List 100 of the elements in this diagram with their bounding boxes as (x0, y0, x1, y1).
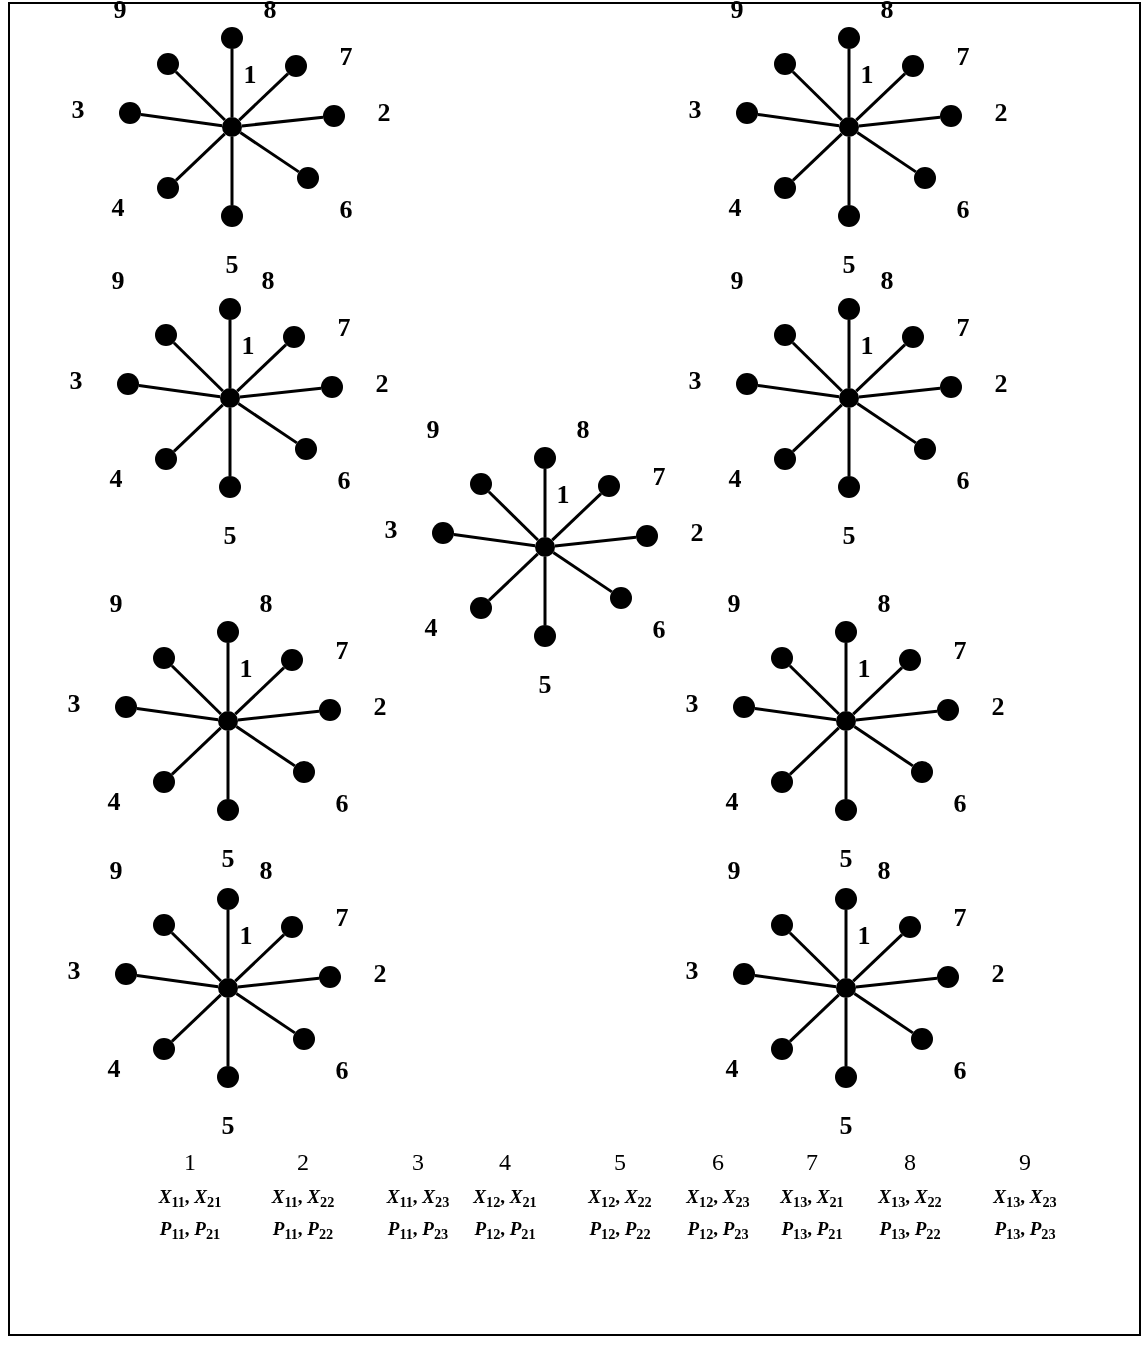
column-number: 6 (712, 1150, 724, 1174)
spoke-line (757, 384, 840, 399)
spoke-line (858, 115, 941, 128)
column-number: 7 (806, 1150, 818, 1174)
vertex-number: 5 (225, 252, 239, 278)
spoke-line (844, 910, 848, 978)
spoke-line (226, 731, 230, 799)
spoke-line (853, 992, 914, 1035)
spoke-line (174, 70, 226, 122)
spoke-line (487, 490, 539, 542)
vertex-number: 6 (953, 791, 967, 817)
vertex-number: 2 (377, 100, 391, 126)
vertex-number: 6 (652, 617, 666, 643)
vertex-number: 6 (337, 468, 351, 494)
vertex-number: 3 (69, 368, 83, 394)
spoke-line (172, 403, 224, 453)
vertex-number: 3 (384, 517, 398, 543)
spoke-line (226, 910, 230, 978)
variable-pair: X$_{11}$, X$_{21}$ (158, 1186, 222, 1206)
vertex-number: 6 (956, 197, 970, 223)
spoke-line (855, 709, 938, 722)
vertex-number: 8 (877, 858, 891, 884)
vertex-number: 3 (688, 368, 702, 394)
spoke-line (554, 535, 637, 548)
spoke-line (235, 992, 296, 1035)
spoke-line (852, 933, 904, 983)
column-number: 2 (297, 1150, 309, 1174)
spoke-line (551, 492, 603, 542)
spoke-line (172, 341, 224, 393)
spoke-line (543, 557, 547, 625)
variable-pair: X$_{11}$, X$_{23}$ (386, 1186, 450, 1206)
vertex-number: 8 (576, 417, 590, 443)
spoke-line (791, 70, 843, 122)
spoke-line (235, 725, 296, 768)
vertex-number: 3 (67, 958, 81, 984)
vertex-number: 5 (842, 523, 856, 549)
vertex-number: 4 (728, 466, 742, 492)
vertex-number: 2 (994, 371, 1008, 397)
vertex-number: 7 (335, 905, 349, 931)
variable-pair: X$_{11}$, X$_{22}$ (271, 1186, 335, 1206)
vertex-number: 9 (426, 417, 440, 443)
vertex-number: 9 (727, 858, 741, 884)
vertex-number: 1 (860, 62, 874, 88)
spoke-line (791, 403, 843, 453)
spoke-line (855, 976, 938, 989)
variable-pair: P$_{11}$, P$_{22}$ (272, 1218, 334, 1238)
vertex-number: 8 (877, 591, 891, 617)
spoke-line (136, 974, 219, 989)
vertex-number: 1 (556, 482, 570, 508)
spoke-line (853, 725, 914, 768)
variable-pair: X$_{13}$, X$_{23}$ (993, 1186, 1057, 1206)
spoke-line (757, 113, 840, 128)
vertex-number: 4 (424, 615, 438, 641)
spoke-line (170, 726, 222, 776)
vertex-number: 5 (221, 1113, 235, 1139)
variable-pair: P$_{13}$, P$_{21}$ (781, 1218, 843, 1238)
vertex-number: 5 (538, 672, 552, 698)
vertex-number: 4 (107, 789, 121, 815)
spoke-line (856, 131, 917, 174)
spoke-line (754, 707, 837, 722)
vertex-number: 8 (259, 591, 273, 617)
vertex-number: 2 (375, 371, 389, 397)
vertex-number: 1 (241, 333, 255, 359)
spoke-line (788, 664, 840, 716)
vertex-number: 5 (839, 1113, 853, 1139)
variable-pair: P$_{13}$, P$_{22}$ (879, 1218, 941, 1238)
column-number: 5 (614, 1150, 626, 1174)
vertex-number: 6 (335, 1058, 349, 1084)
spoke-line (844, 998, 848, 1066)
variable-pair: P$_{13}$, P$_{23}$ (994, 1218, 1056, 1238)
spoke-line (140, 113, 223, 128)
spoke-line (237, 976, 320, 989)
spoke-line (543, 469, 547, 537)
spoke-line (788, 726, 840, 776)
vertex-number: 2 (994, 100, 1008, 126)
spoke-line (226, 643, 230, 711)
spoke-line (844, 731, 848, 799)
vertex-number: 9 (111, 268, 125, 294)
vertex-number: 8 (880, 268, 894, 294)
vertex-number: 4 (107, 1056, 121, 1082)
variable-pair: X$_{12}$, X$_{23}$ (686, 1186, 750, 1206)
vertex-number: 4 (725, 1056, 739, 1082)
variable-pair: X$_{12}$, X$_{22}$ (588, 1186, 652, 1206)
vertex-number: 4 (728, 195, 742, 221)
spoke-line (241, 115, 324, 128)
vertex-number: 8 (261, 268, 275, 294)
spoke-line (174, 132, 226, 182)
vertex-number: 9 (109, 858, 123, 884)
vertex-number: 8 (259, 858, 273, 884)
vertex-number: 7 (956, 315, 970, 341)
spoke-line (138, 384, 221, 399)
spoke-line (170, 931, 222, 983)
vertex-number: 1 (857, 923, 871, 949)
vertex-number: 3 (685, 691, 699, 717)
variable-pair: P$_{11}$, P$_{21}$ (159, 1218, 221, 1238)
vertex-number: 3 (71, 97, 85, 123)
vertex-number: 2 (991, 694, 1005, 720)
spoke-line (234, 933, 286, 983)
variable-pair: X$_{12}$, X$_{21}$ (473, 1186, 537, 1206)
spoke-line (230, 49, 234, 117)
